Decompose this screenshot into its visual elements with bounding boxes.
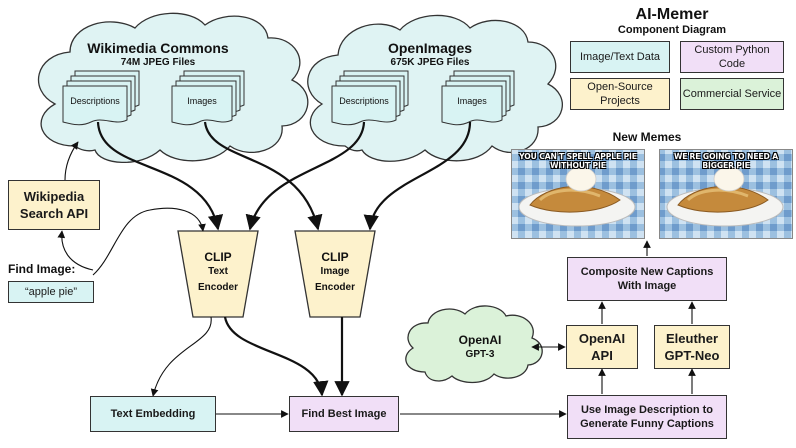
meme-1-caption: YOU CAN'T SPELL APPLE PIE WITHOUT PIE bbox=[519, 152, 637, 170]
openai-gpt3-cloud bbox=[405, 305, 543, 384]
diagram-subtitle: Component Diagram bbox=[617, 24, 727, 36]
openai-api-line2: API bbox=[591, 348, 613, 363]
gpt3-line1: OpenAI bbox=[458, 333, 502, 347]
legend-open-source-projects: Open-Source Projects bbox=[570, 78, 670, 110]
clip-image-line3: Encoder bbox=[314, 282, 355, 293]
find-image-query: “apple pie” bbox=[8, 281, 94, 303]
composite-captions: Composite New Captions With Image bbox=[567, 257, 727, 301]
openimages-subtitle: 675K JPEG Files bbox=[390, 57, 470, 68]
openimages-cloud bbox=[307, 14, 563, 162]
meme-2: WE'RE GOING TO NEED A BIGGER PIE bbox=[659, 149, 793, 239]
clip-image-line1: CLIP bbox=[321, 250, 349, 264]
wikipedia-line1: Wikipedia bbox=[23, 189, 85, 204]
wikimedia-title: Wikimedia Commons bbox=[87, 40, 229, 56]
wikipedia-search-api: Wikipedia Search API bbox=[8, 180, 100, 230]
use-description-line1: Use Image Description to bbox=[580, 404, 714, 416]
legend-image-text-data: Image/Text Data bbox=[570, 41, 670, 73]
openimages-descriptions-label: Descriptions bbox=[339, 96, 389, 106]
new-memes-label: New Memes bbox=[612, 130, 682, 144]
openai-api: OpenAI API bbox=[566, 325, 638, 369]
arrows bbox=[57, 121, 696, 418]
legend-commercial-service: Commercial Service bbox=[680, 78, 784, 110]
wikipedia-line2: Search API bbox=[19, 206, 89, 221]
openai-api-line1: OpenAI bbox=[578, 331, 626, 346]
openimages-title: OpenImages bbox=[387, 40, 473, 56]
eleuther-gpt-neo: Eleuther GPT-Neo bbox=[654, 325, 730, 369]
composite-line1: Composite New Captions bbox=[580, 266, 714, 278]
clip-text-line1: CLIP bbox=[204, 250, 232, 264]
find-image-label: Find Image: bbox=[8, 262, 76, 276]
wikimedia-subtitle: 74M JPEG Files bbox=[120, 57, 196, 68]
meme-image-1 bbox=[511, 149, 645, 239]
meme-2-caption: WE'RE GOING TO NEED A BIGGER PIE bbox=[673, 152, 779, 170]
use-image-description: Use Image Description to Generate Funny … bbox=[567, 395, 727, 439]
meme-1: YOU CAN'T SPELL APPLE PIE WITHOUT PIE bbox=[511, 149, 645, 239]
text-embedding: Text Embedding bbox=[90, 396, 216, 432]
composite-line2: With Image bbox=[617, 280, 677, 292]
eleuther-line1: Eleuther bbox=[665, 331, 718, 346]
wikimedia-images-label: Images bbox=[187, 96, 217, 106]
use-description-line2: Generate Funny Captions bbox=[580, 418, 714, 430]
clip-text-line3: Encoder bbox=[197, 282, 238, 293]
wikimedia-descriptions-label: Descriptions bbox=[70, 96, 120, 106]
clip-image-line2: Image bbox=[320, 266, 350, 277]
gpt3-line2: GPT-3 bbox=[465, 349, 495, 360]
meme-image-2 bbox=[659, 149, 793, 239]
doc-stacks bbox=[62, 70, 515, 126]
find-best-image: Find Best Image bbox=[289, 396, 399, 432]
eleuther-line2: GPT-Neo bbox=[664, 348, 720, 363]
clip-encoders bbox=[177, 230, 376, 318]
clip-text-line2: Text bbox=[208, 266, 228, 277]
openimages-images-label: Images bbox=[457, 96, 487, 106]
legend-custom-python-code: Custom Python Code bbox=[680, 41, 784, 73]
diagram-title: AI-Memer bbox=[635, 6, 709, 23]
